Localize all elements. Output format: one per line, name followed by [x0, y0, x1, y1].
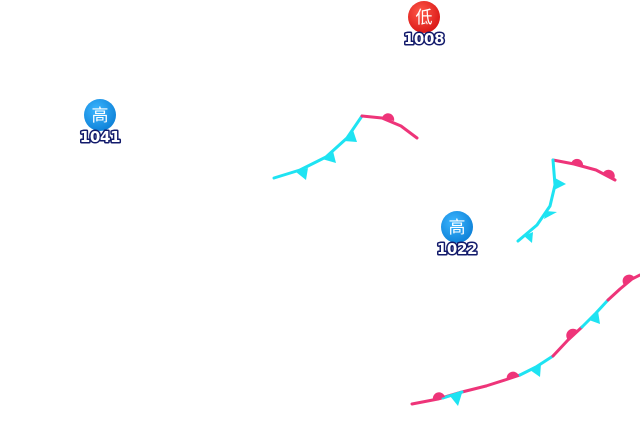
warm-front-semicircle: [603, 169, 615, 179]
warm-front-semicircle: [432, 392, 445, 400]
warm-front-segment: [551, 325, 584, 358]
cold-front-triangle: [344, 130, 357, 142]
pressure-centers-layer: 低 1008 高 1041 高 1022: [78, 1, 479, 260]
warm-front-semicircle: [571, 158, 584, 166]
low-pressure-icon: [408, 1, 440, 33]
cold-front-segment: [441, 390, 464, 400]
cold-front-triangle: [296, 168, 308, 180]
cold-front-segment: [272, 114, 364, 180]
occluded-front-2: [516, 158, 617, 243]
cold-front-triangle: [530, 364, 541, 377]
high-pressure-symbol: 高: [449, 218, 466, 238]
cold-front-triangle: [322, 151, 336, 163]
cold-front-segment: [516, 158, 557, 243]
occluded-front-3: [410, 273, 640, 406]
warm-front-semicircle: [382, 113, 395, 121]
cold-front-triangle: [524, 232, 533, 243]
warm-front-semicircle: [506, 371, 519, 380]
occluded-front-1: [272, 113, 419, 180]
high-pressure-icon: [441, 211, 473, 243]
low-pressure-center[interactable]: 低 1008: [402, 1, 446, 50]
warm-front-semicircle: [622, 274, 634, 285]
high-pressure-center[interactable]: 高 1041: [78, 99, 122, 148]
high-pressure-center[interactable]: 高 1022: [435, 211, 479, 260]
high-pressure-value: 1041: [80, 128, 121, 146]
warm-front-segment: [360, 114, 419, 140]
cold-front-segment: [580, 298, 610, 329]
cold-front-triangle: [554, 178, 566, 190]
warm-front-segment: [606, 273, 640, 302]
high-pressure-value: 1022: [437, 240, 478, 258]
high-pressure-symbol: 高: [92, 106, 109, 126]
low-pressure-value: 1008: [404, 30, 445, 48]
low-pressure-symbol: 低: [416, 8, 433, 28]
cold-front-triangle: [544, 211, 557, 219]
fronts-layer: [272, 113, 640, 406]
cold-front-triangle: [589, 311, 600, 324]
warm-front-semicircle: [566, 328, 578, 340]
warm-front-segment: [551, 158, 617, 182]
high-pressure-icon: [84, 99, 116, 131]
cold-front-triangle: [450, 393, 462, 406]
